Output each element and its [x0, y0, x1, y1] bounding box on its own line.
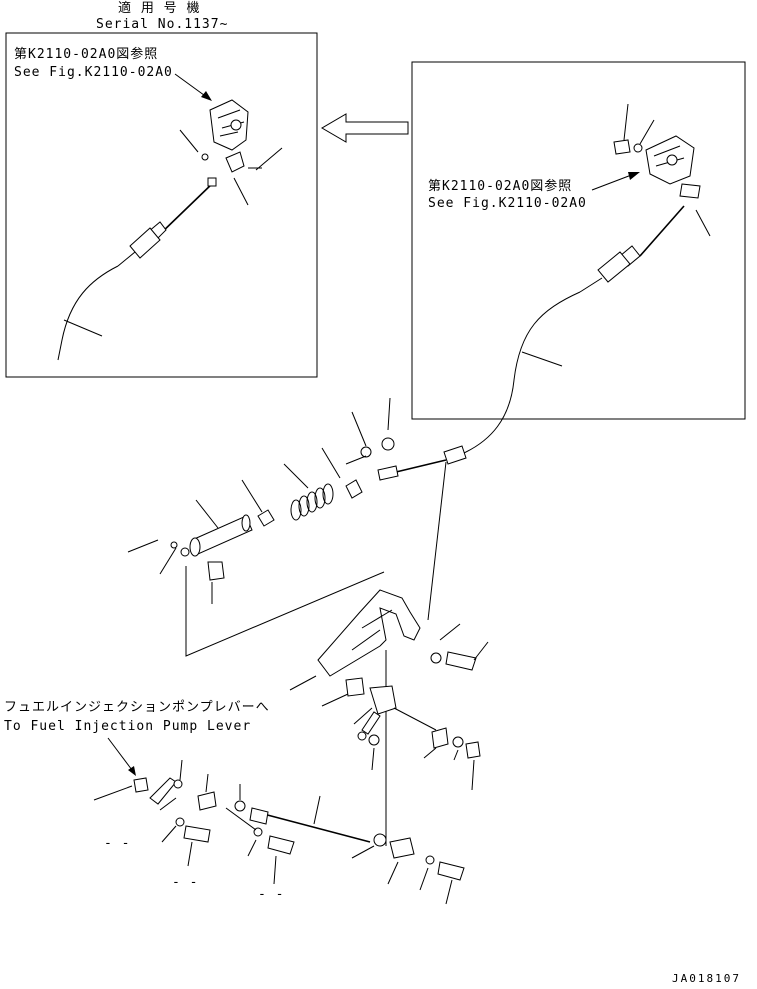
cylinder	[170, 514, 253, 557]
inset-left: 第K2110-02A0図参照 See Fig.K2110-02A0	[5, 32, 318, 378]
marker-2: - -	[172, 875, 198, 890]
fuel-pump-label-jp: フュエルインジェクションポンプレバーへ	[4, 700, 270, 715]
fuel-pump-label-en: To Fuel Injection Pump Lever	[4, 719, 251, 734]
main-assembly	[93, 397, 489, 905]
cable-left	[57, 177, 217, 361]
lever-bracket	[317, 589, 421, 677]
link-rod	[133, 777, 465, 881]
lever-assembly-right	[613, 135, 701, 199]
drawing-id: JA018107	[672, 972, 741, 985]
inset-right-ref-jp: 第K2110-02A0図参照	[428, 178, 572, 194]
inset-left-ref-jp: 第K2110-02A0図参照	[14, 46, 158, 62]
inset-right: 第K2110-02A0図参照 See Fig.K2110-02A0	[411, 61, 746, 453]
applicability-title: 適 用 号 機	[118, 0, 200, 16]
direction-arrow	[321, 113, 409, 143]
return-spring	[290, 483, 334, 521]
marker-1: - -	[104, 836, 130, 851]
marker-3: - -	[258, 887, 284, 902]
inset-right-ref-en: See Fig.K2110-02A0	[428, 196, 587, 211]
cable-right	[465, 205, 685, 453]
serial-number: Serial No.1137~	[96, 17, 228, 32]
lever-assembly-left	[201, 99, 262, 173]
inset-left-ref-en: See Fig.K2110-02A0	[14, 65, 173, 80]
